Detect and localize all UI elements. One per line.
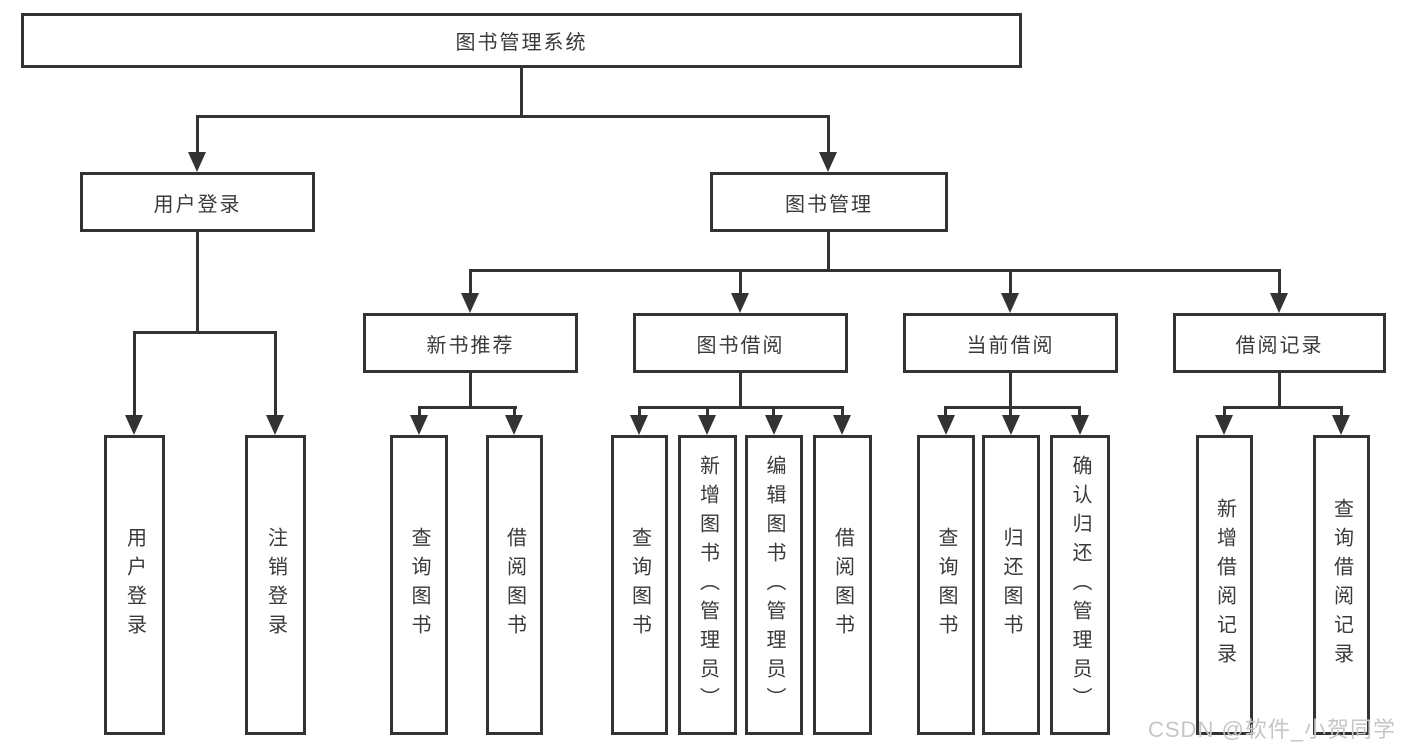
node-user-login: 用户登录	[80, 172, 315, 232]
connector-line	[638, 406, 641, 417]
connector-line	[1078, 406, 1081, 417]
watermark: CSDN @软件_小贺同学	[1148, 717, 1397, 742]
connector-line	[638, 406, 844, 409]
connector-line	[1223, 406, 1343, 409]
node-book-borrowing: 图书借阅	[633, 313, 848, 373]
connector-line	[944, 406, 947, 417]
connector-line	[706, 406, 709, 417]
connector-line	[418, 406, 421, 417]
connector-line	[469, 269, 472, 295]
connector-line	[1009, 269, 1012, 295]
leaf-query-borrow-record: 查询借阅记录	[1313, 435, 1370, 735]
node-new-book-recommend: 新书推荐	[363, 313, 578, 373]
connector-line	[513, 406, 516, 417]
leaf-query-books-recommend: 查询图书	[390, 435, 448, 735]
connector-line	[827, 232, 830, 272]
arrow-down-icon	[1001, 293, 1019, 313]
arrow-down-icon	[1215, 415, 1233, 435]
connector-line	[274, 331, 277, 415]
arrow-down-icon	[630, 415, 648, 435]
node-book-management: 图书管理	[710, 172, 948, 232]
arrow-down-icon	[698, 415, 716, 435]
connector-line	[196, 232, 199, 334]
arrow-down-icon	[833, 415, 851, 435]
connector-line	[739, 373, 742, 409]
arrow-down-icon	[188, 152, 206, 172]
connector-line	[944, 406, 1081, 409]
connector-line	[739, 269, 742, 295]
arrow-down-icon	[410, 415, 428, 435]
arrow-down-icon	[461, 293, 479, 313]
connector-line	[133, 331, 136, 415]
connector-line	[196, 115, 199, 155]
arrow-down-icon	[937, 415, 955, 435]
arrow-down-icon	[266, 415, 284, 435]
leaf-query-books-borrowing: 查询图书	[611, 435, 668, 735]
arrow-down-icon	[1270, 293, 1288, 313]
connector-line	[469, 269, 1281, 272]
connector-line	[841, 406, 844, 417]
connector-line	[1278, 373, 1281, 409]
connector-line	[1009, 406, 1012, 417]
leaf-logout: 注销登录	[245, 435, 306, 735]
arrow-down-icon	[505, 415, 523, 435]
connector-line	[133, 331, 277, 334]
leaf-add-borrow-record: 新增借阅记录	[1196, 435, 1253, 735]
node-current-borrowing: 当前借阅	[903, 313, 1118, 373]
leaf-user-login: 用户登录	[104, 435, 165, 735]
connector-line	[196, 115, 830, 118]
arrow-down-icon	[765, 415, 783, 435]
connector-line	[1340, 406, 1343, 417]
connector-line	[772, 406, 775, 417]
leaf-confirm-return-admin: 确认归还（管理员）	[1050, 435, 1110, 735]
connector-line	[520, 68, 523, 117]
arrow-down-icon	[731, 293, 749, 313]
connector-line	[418, 406, 517, 409]
arrow-down-icon	[1071, 415, 1089, 435]
arrow-down-icon	[1002, 415, 1020, 435]
connector-line	[1278, 269, 1281, 295]
connector-line	[1223, 406, 1226, 417]
leaf-borrow-books-borrowing: 借阅图书	[813, 435, 872, 735]
arrow-down-icon	[819, 152, 837, 172]
connector-line	[1009, 373, 1012, 409]
arrow-down-icon	[1332, 415, 1350, 435]
connector-line	[469, 373, 472, 409]
connector-line	[827, 115, 830, 155]
leaf-edit-book-admin: 编辑图书（管理员）	[745, 435, 803, 735]
node-borrowing-records: 借阅记录	[1173, 313, 1386, 373]
leaf-add-book-admin: 新增图书（管理员）	[678, 435, 737, 735]
arrow-down-icon	[125, 415, 143, 435]
leaf-borrow-books-recommend: 借阅图书	[486, 435, 543, 735]
leaf-query-books-current: 查询图书	[917, 435, 975, 735]
node-root: 图书管理系统	[21, 13, 1022, 68]
leaf-return-books: 归还图书	[982, 435, 1040, 735]
